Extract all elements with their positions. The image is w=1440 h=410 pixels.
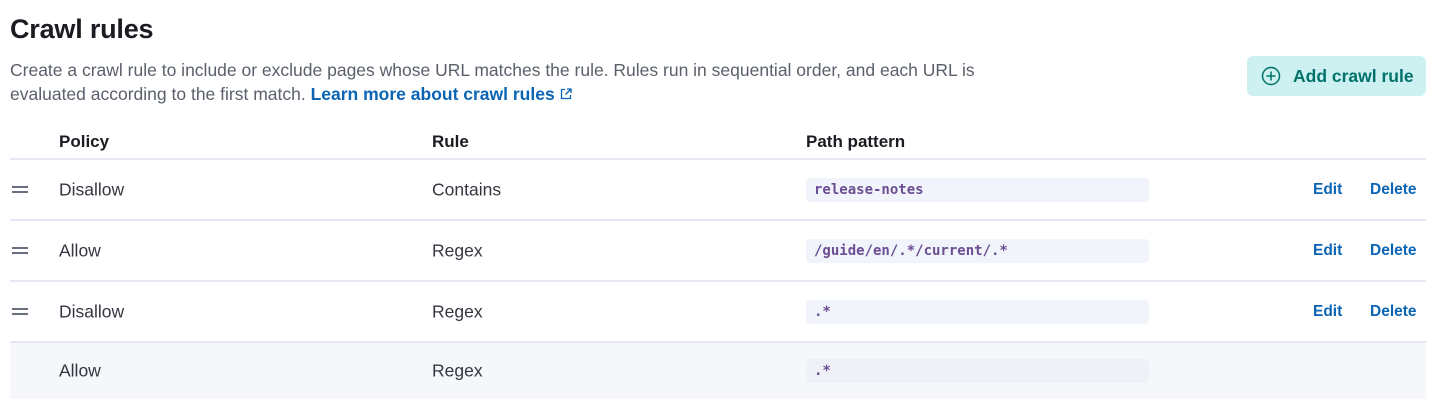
policy-cell: Disallow xyxy=(59,179,125,199)
description-text: Create a crawl rule to include or exclud… xyxy=(10,60,975,104)
page-title: Crawl rules xyxy=(10,14,154,44)
edit-button[interactable]: Edit xyxy=(1313,302,1343,320)
add-crawl-rule-label: Add crawl rule xyxy=(1293,65,1414,86)
delete-button[interactable]: Delete xyxy=(1370,180,1417,198)
plus-in-circle-icon xyxy=(1261,66,1281,86)
delete-button[interactable]: Delete xyxy=(1370,302,1417,320)
table-row: Disallow Contains release-notes Edit Del… xyxy=(10,160,1426,221)
table-row-default: Allow Regex .* xyxy=(10,343,1426,399)
drag-handle-icon[interactable] xyxy=(12,185,28,194)
table-row: Allow Regex /guide/en/.*/current/.* Edit… xyxy=(10,221,1426,282)
path-pattern-cell: release-notes xyxy=(806,177,1149,202)
add-crawl-rule-button[interactable]: Add crawl rule xyxy=(1247,56,1426,96)
drag-handle-icon[interactable] xyxy=(12,246,28,255)
column-header-path-pattern[interactable]: Path pattern xyxy=(806,132,906,151)
rule-cell: Regex xyxy=(432,301,483,321)
delete-button[interactable]: Delete xyxy=(1370,241,1417,259)
table-header: Policy Rule Path pattern xyxy=(10,122,1426,160)
external-link-icon xyxy=(560,88,572,100)
rule-cell: Regex xyxy=(432,360,483,381)
drag-handle-icon[interactable] xyxy=(12,307,28,316)
learn-more-link-label[interactable]: Learn more about crawl rules xyxy=(310,84,555,104)
path-pattern-cell: .* xyxy=(806,359,1149,383)
policy-cell: Disallow xyxy=(59,301,125,321)
table-row: Disallow Regex .* Edit Delete xyxy=(10,282,1426,343)
edit-button[interactable]: Edit xyxy=(1313,180,1343,198)
column-header-policy[interactable]: Policy xyxy=(59,132,110,151)
column-header-rule[interactable]: Rule xyxy=(432,132,469,151)
rule-cell: Regex xyxy=(432,240,483,260)
policy-cell: Allow xyxy=(59,240,101,260)
policy-cell: Allow xyxy=(59,360,101,381)
path-pattern-cell: .* xyxy=(806,299,1149,324)
crawl-rules-table: Policy Rule Path pattern Disallow Contai… xyxy=(10,122,1426,399)
path-pattern-cell: /guide/en/.*/current/.* xyxy=(806,238,1149,263)
page-description: Create a crawl rule to include or exclud… xyxy=(10,58,1040,106)
edit-button[interactable]: Edit xyxy=(1313,241,1343,259)
rule-cell: Contains xyxy=(432,179,502,199)
learn-more-link[interactable]: Learn more about crawl rules xyxy=(311,84,573,104)
